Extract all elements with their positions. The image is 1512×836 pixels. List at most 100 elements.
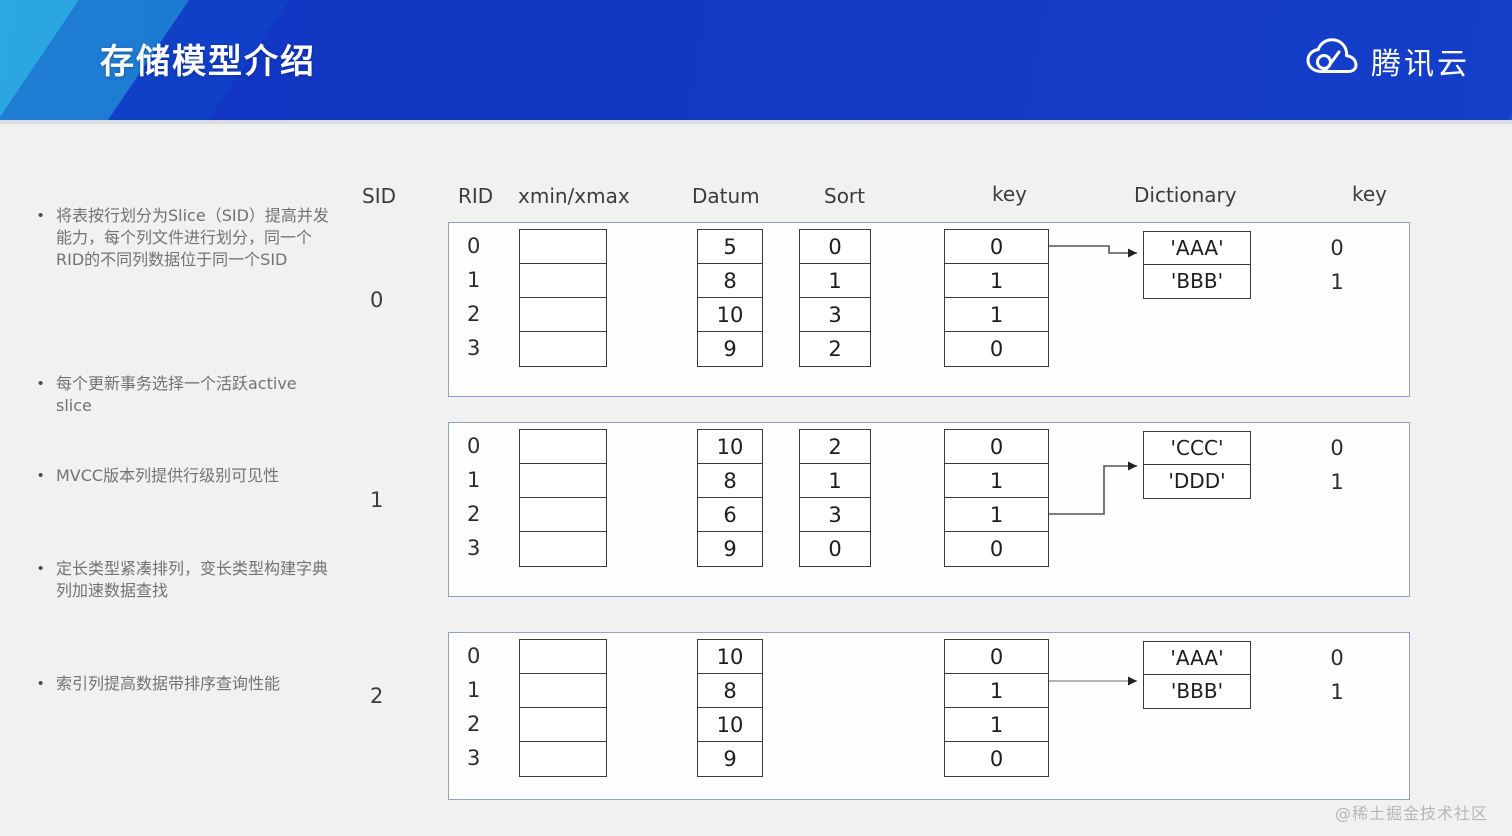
key-cell: 0 [945, 430, 1048, 464]
page-title: 存储模型介绍 [100, 42, 316, 82]
xmin-xmax-cell [520, 498, 606, 532]
rid-value: 2 [467, 502, 481, 526]
dictionary-entry: 'BBB' [1170, 269, 1224, 293]
datum-cell: 6 [698, 498, 762, 532]
rid-value: 1 [467, 468, 481, 492]
datum-cell: 8 [698, 264, 762, 298]
sort-cell: 3 [800, 298, 870, 332]
datum-cell: 9 [723, 747, 737, 771]
sort-column: 2 1 3 0 [799, 429, 871, 567]
watermark: @稀土掘金技术社区 [1334, 804, 1488, 823]
column-header-dictionary: Dictionary [1134, 183, 1237, 207]
column-header-sort: Sort [824, 184, 865, 208]
datum-cell: 8 [698, 674, 762, 708]
datum-cell: 10 [698, 640, 762, 674]
rid-value: 3 [467, 746, 481, 770]
xmin-xmax-cell [520, 674, 606, 708]
bullet-dot-icon: • [38, 560, 44, 577]
key-cell: 1 [945, 298, 1048, 332]
dictionary-key-value: 0 [1330, 236, 1344, 260]
brand-logo: 腾讯云 [1305, 38, 1470, 83]
dictionary-box: 'AAA' 'BBB' [1143, 641, 1251, 709]
xmin-xmax-cell [520, 430, 606, 464]
datum-column: 10 8 6 9 [697, 429, 763, 567]
list-item: • MVCC版本列提供行级别可见性 [38, 465, 323, 487]
header-divider [0, 120, 1512, 124]
dictionary-key-value: 1 [1330, 680, 1344, 704]
bullet-dot-icon: • [38, 675, 44, 692]
sid-value: 0 [370, 288, 384, 312]
bullet-dot-icon: • [38, 467, 44, 484]
xmin-xmax-cell [520, 532, 606, 566]
sort-cell: 1 [800, 264, 870, 298]
dictionary-key-value: 0 [1330, 436, 1344, 460]
bullet-text: 每个更新事务选择一个活跃active slice [56, 374, 297, 415]
column-header-datum: Datum [692, 184, 760, 208]
bullet-text: 索引列提高数据带排序查询性能 [56, 674, 281, 693]
xmin-xmax-cell [520, 708, 606, 742]
column-header-rid: RID [458, 184, 494, 208]
dictionary-entry: 'DDD' [1168, 469, 1226, 493]
dictionary-entry: 'AAA' [1144, 232, 1250, 265]
rid-value: 1 [467, 268, 481, 292]
list-item: • 索引列提高数据带排序查询性能 [38, 673, 328, 695]
xmin-xmax-cell [520, 298, 606, 332]
rid-column: 0 1 2 3 [467, 429, 480, 565]
list-item: • 将表按行划分为Slice（SID）提高并发能力，每个列文件进行划分，同一个R… [38, 205, 338, 271]
sort-cell: 2 [800, 430, 870, 464]
column-header-key-right: key [1352, 182, 1388, 206]
datum-cell: 8 [698, 464, 762, 498]
rid-value: 2 [467, 302, 481, 326]
datum-cell: 9 [723, 337, 737, 361]
key-cell: 1 [945, 464, 1048, 498]
bullet-text: 将表按行划分为Slice（SID）提高并发能力，每个列文件进行划分，同一个RID… [56, 206, 329, 269]
key-cell: 1 [945, 674, 1048, 708]
sort-cell: 3 [800, 498, 870, 532]
dictionary-entry: 'CCC' [1144, 432, 1250, 465]
sort-cell: 2 [828, 337, 842, 361]
dictionary-key-value: 1 [1330, 470, 1344, 494]
datum-cell: 10 [698, 708, 762, 742]
column-header-sid: SID [362, 184, 396, 208]
sid-value: 1 [370, 488, 384, 512]
slice-panel: 0 1 2 3 10 8 6 9 2 1 3 0 0 1 1 0 [448, 422, 1410, 597]
rid-value: 2 [467, 712, 481, 736]
rid-value: 1 [467, 678, 481, 702]
key-cell: 0 [989, 747, 1004, 771]
rid-column: 0 1 2 3 [467, 229, 480, 365]
dictionary-entry: 'BBB' [1170, 679, 1224, 703]
xmin-xmax-cell [520, 742, 606, 776]
dictionary-box: 'CCC' 'DDD' [1143, 431, 1251, 499]
datum-cell: 10 [698, 298, 762, 332]
xmin-xmax-cell [520, 332, 606, 366]
key-cell: 1 [945, 498, 1048, 532]
key-cell: 0 [945, 640, 1048, 674]
slice-panel: 0 1 2 3 5 8 10 9 0 1 3 2 0 1 1 0 [448, 222, 1410, 397]
dictionary-key-column: 0 1 [1324, 431, 1350, 499]
key-column: 0 1 1 0 [944, 229, 1049, 367]
datum-cell: 5 [698, 230, 762, 264]
key-cell: 1 [945, 708, 1048, 742]
xmin-xmax-cell [520, 640, 606, 674]
datum-cell: 10 [698, 430, 762, 464]
brand-name: 腾讯云 [1371, 46, 1470, 82]
datum-cell: 9 [723, 537, 737, 561]
datum-column: 10 8 10 9 [697, 639, 763, 777]
sort-cell: 0 [828, 537, 842, 561]
column-header-key: key [992, 182, 1028, 206]
bullet-text: MVCC版本列提供行级别可见性 [56, 466, 280, 485]
dictionary-key-value: 0 [1330, 646, 1344, 670]
key-cell: 0 [945, 230, 1048, 264]
datum-column: 5 8 10 9 [697, 229, 763, 367]
xmin-xmax-column [519, 639, 607, 777]
rid-value: 3 [467, 336, 481, 360]
sort-column: 0 1 3 2 [799, 229, 871, 367]
rid-value: 0 [467, 234, 481, 258]
list-item: • 定长类型紧凑排列，变长类型构建字典列加速数据查找 [38, 558, 328, 602]
list-item: • 每个更新事务选择一个活跃active slice [38, 373, 323, 417]
column-header-xmin-xmax: xmin/xmax [518, 184, 630, 208]
xmin-xmax-cell [520, 230, 606, 264]
dictionary-entry: 'AAA' [1144, 642, 1250, 675]
rid-value: 0 [467, 644, 481, 668]
